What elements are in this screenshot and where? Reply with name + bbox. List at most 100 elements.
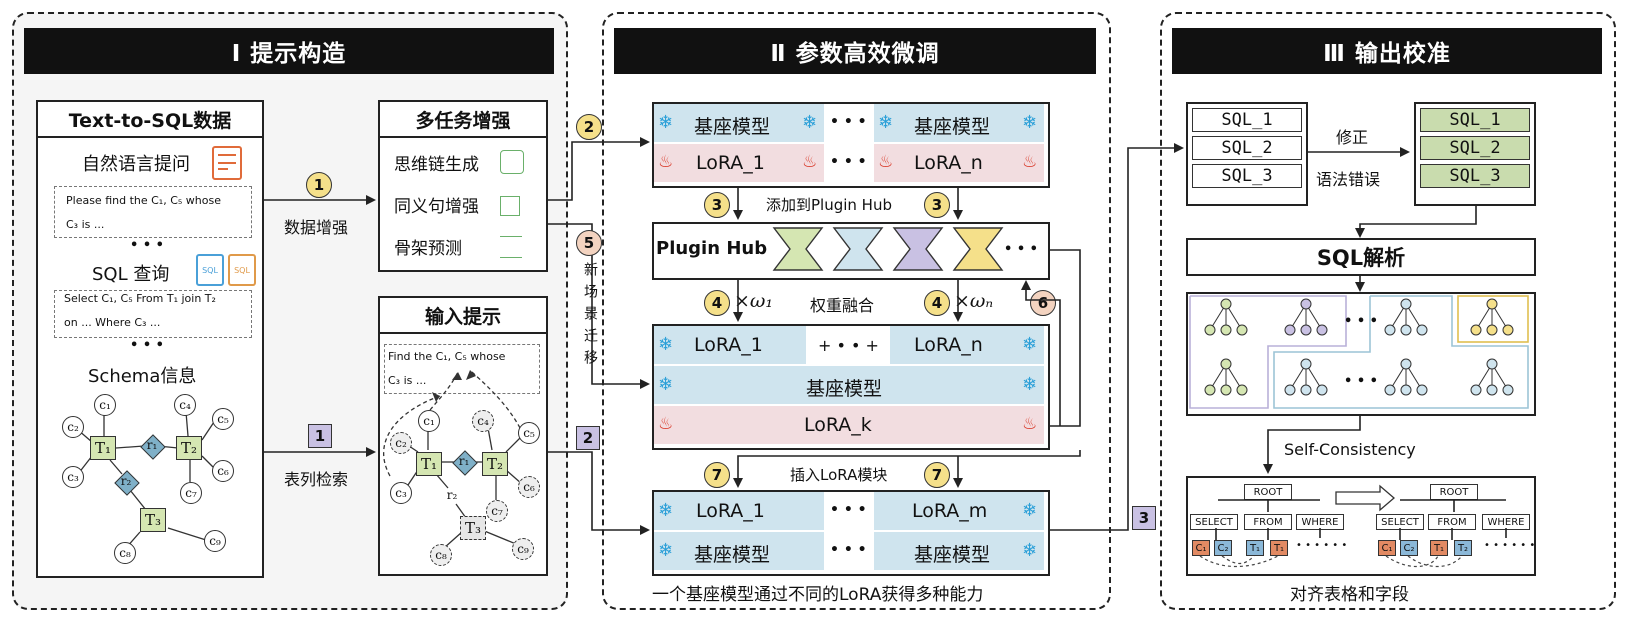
relation-r1-r-label: r₁ [458, 454, 470, 468]
document-icon [212, 146, 242, 180]
mid-lora-row-left [654, 326, 806, 364]
snowflake-icon: ❄ [1022, 334, 1038, 355]
mid-base-row [654, 366, 1044, 404]
insert-lora-label: 插入LoRA模块 [790, 466, 888, 484]
bot-lora-label-1: LoRA_1 [696, 500, 765, 522]
hierarchy-icon [500, 236, 522, 258]
tree-node [1400, 384, 1412, 396]
top-dots-2: • • • [830, 154, 867, 170]
tree-node [1300, 298, 1312, 310]
mid-lora-row-right [890, 326, 1044, 364]
input-prompt-title: 输入提示 [380, 298, 546, 334]
snowflake-icon: ❄ [1022, 112, 1038, 133]
sql-query-label: SQL 查询 [92, 264, 170, 285]
input-prompt-line-1: Find the C₁, C₅ whose [388, 350, 506, 363]
table-t3: T₃ [140, 508, 166, 532]
step-3-circle-right: 3 [924, 192, 950, 218]
tree-node [1236, 384, 1248, 396]
step-4-circle-right: 4 [924, 290, 950, 316]
col-c3: c₃ [62, 466, 84, 488]
sql-file-icon-orange: SQL [228, 254, 256, 286]
col-c7: c₇ [180, 482, 202, 504]
natural-language-label: 自然语言提问 [82, 154, 190, 175]
step-3-square: 3 [1132, 506, 1156, 530]
col-c4-r: c₄ [472, 410, 494, 432]
ellipsis-1: • • • [130, 238, 164, 253]
bot-base-row-left [654, 532, 824, 570]
nl-example-line-2: C₃ is ... [66, 218, 105, 231]
step-3-circle-left: 3 [704, 192, 730, 218]
table-t3-r: T₃ [460, 516, 486, 540]
ellipsis-2: • • • [130, 338, 164, 353]
tree-node [1416, 384, 1428, 396]
tree-node [1416, 324, 1428, 336]
col-c6-r: c₆ [518, 476, 540, 498]
tree-node [1300, 358, 1312, 370]
bot-base-row-right [874, 532, 1044, 570]
tree-node [1470, 324, 1482, 336]
hub-dots: • • • [1004, 242, 1038, 257]
nl-example-box [54, 186, 252, 238]
tree-node [1300, 324, 1312, 336]
flame-icon: ♨ [802, 152, 818, 172]
network-icon [500, 150, 524, 174]
bot-lora-label-m: LoRA_m [912, 500, 988, 522]
col-c4: c₄ [174, 394, 196, 416]
mid-plus-dots: + • • + [818, 336, 879, 355]
table-t1-r: T₁ [416, 452, 442, 476]
table-t1: T₁ [90, 436, 116, 460]
sql-example-box [54, 290, 252, 338]
snowflake-icon: ❄ [658, 374, 674, 395]
step-6-circle: 6 [1030, 290, 1056, 316]
column-retrieval-label: 表列检索 [284, 470, 349, 489]
relation-r1-label: r₁ [146, 438, 158, 452]
snowflake-icon: ❄ [658, 334, 674, 355]
top-lora-label-n: LoRA_n [914, 152, 983, 174]
text-to-sql-title: Text-to-SQL数据 [38, 102, 262, 138]
step-1-square: 1 [308, 424, 332, 448]
leaf-right-3: T₁ [1430, 540, 1448, 556]
sql-candidate-3: SQL_3 [1192, 164, 1302, 188]
tree-node [1284, 324, 1296, 336]
mid-lora-label-n: LoRA_n [914, 334, 983, 356]
multi-task-item-cot: 思维链生成 [394, 155, 479, 175]
leaf-left-1: C₁ [1192, 540, 1210, 556]
section-one-title: Ⅰ 提示构造 [24, 28, 554, 74]
tree-select-left: SELECT [1190, 514, 1238, 530]
bot-base-label-2: 基座模型 [914, 544, 991, 566]
tree-node [1502, 384, 1514, 396]
tree-node [1220, 384, 1232, 396]
bot-dots-2: • • • [830, 542, 867, 558]
input-prompt-line-2: C₃ is ... [388, 374, 427, 387]
tree-node [1316, 324, 1328, 336]
tree-node [1316, 384, 1328, 396]
multi-task-item-paraphrase: 同义句增强 [394, 197, 479, 217]
mid-base-label: 基座模型 [806, 378, 883, 400]
col-c5-r: c₅ [518, 422, 540, 444]
bot-lora-row-left [654, 492, 824, 530]
top-lora-label-1: LoRA_1 [696, 152, 765, 174]
tree-node [1400, 324, 1412, 336]
top-base-row-left [654, 104, 824, 142]
step-7-circle-right: 7 [924, 462, 950, 488]
tree-node [1204, 324, 1216, 336]
tree-node [1384, 384, 1396, 396]
sql-example-line-1: Select C₁, C₅ From T₁ join T₂ [64, 292, 216, 305]
tree-node [1284, 384, 1296, 396]
snowflake-icon: ❄ [1022, 540, 1038, 561]
add-to-plugin-hub-label: 添加到Plugin Hub [766, 196, 892, 214]
syntax-error-label: 语法错误 [1316, 170, 1381, 189]
col-c2-r: c₂ [390, 432, 412, 454]
mid-lora-label-1: LoRA_1 [694, 334, 763, 356]
tree-node [1486, 324, 1498, 336]
tree-node [1384, 324, 1396, 336]
flame-icon: ♨ [658, 414, 674, 434]
data-augmentation-label: 数据增强 [284, 218, 349, 237]
bot-dots-1: • • • [830, 502, 867, 518]
col-c3-r: c₃ [390, 482, 412, 504]
tree-node [1300, 384, 1312, 396]
sql-parse-box: SQL解析 [1186, 238, 1536, 276]
flame-icon: ♨ [878, 152, 894, 172]
sql-fixed-2: SQL_2 [1420, 136, 1530, 160]
